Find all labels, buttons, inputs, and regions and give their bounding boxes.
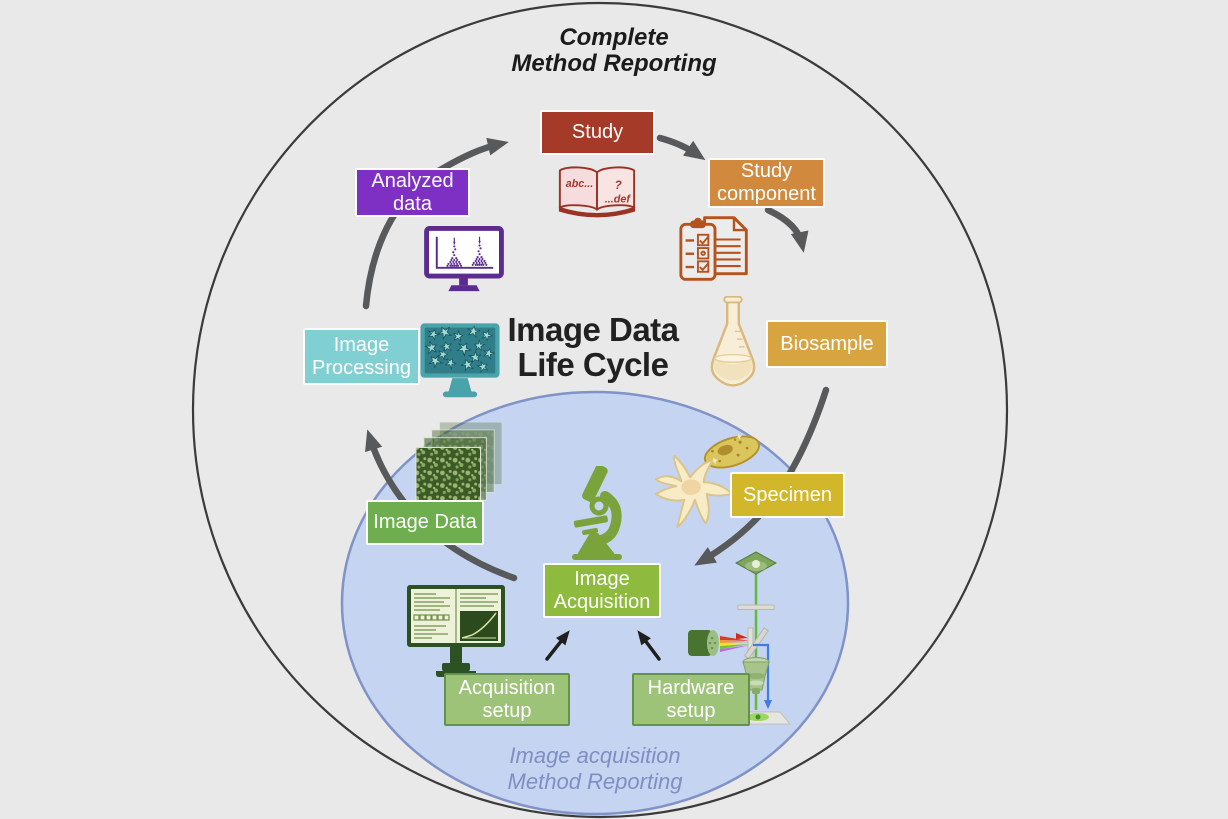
book-text-def: ...def	[605, 194, 632, 206]
node-specimen: Specimen	[730, 472, 845, 518]
arrow-component-to-biosample	[764, 206, 809, 253]
arrow-acquisition-setup	[545, 630, 570, 661]
outer-title-line1: Complete	[559, 24, 669, 51]
arrow-study-to-component	[656, 134, 706, 161]
arrow-hardware-setup	[637, 630, 661, 661]
clipboard-document-icon	[679, 216, 748, 281]
microscope-icon	[572, 466, 622, 560]
book-text-question: ?	[615, 179, 622, 192]
fibroblast-cell-icon	[654, 454, 734, 529]
inner-label-line2: Method Reporting	[507, 768, 683, 794]
open-book-icon: abc... ? ...def	[558, 166, 636, 218]
node-acquisition-setup: Acquisition setup	[444, 673, 570, 726]
inner-ellipse-label: Image acquisition Method Reporting	[395, 743, 795, 795]
inner-label-line1: Image acquisition	[509, 743, 681, 768]
node-image-data-label: Image Data	[373, 511, 477, 533]
node-hardware-setup-label: Hardware setup	[647, 676, 735, 722]
node-image-acquisition-label: Image Acquisition	[553, 567, 651, 613]
node-hardware-setup: Hardware setup	[632, 673, 750, 726]
node-image-processing-label: Image Processing	[312, 333, 411, 379]
acquisition-software-monitor-icon	[407, 585, 505, 677]
node-study-component: Study component	[708, 158, 825, 208]
book-text-abc: abc...	[566, 178, 593, 190]
outer-title: Complete Method Reporting	[414, 24, 814, 78]
node-specimen-label: Specimen	[743, 483, 832, 506]
scatter-plot-monitor-icon	[424, 226, 504, 292]
node-acquisition-setup-label: Acquisition setup	[458, 676, 556, 722]
processed-image-monitor-icon	[420, 323, 500, 398]
node-image-data: Image Data	[366, 500, 484, 545]
node-biosample-label: Biosample	[780, 332, 874, 355]
node-image-acquisition: Image Acquisition	[543, 563, 661, 618]
node-analyzed-data: Analyzed data	[355, 168, 470, 217]
node-biosample: Biosample	[766, 320, 888, 368]
outer-title-line2: Method Reporting	[511, 50, 717, 78]
node-study-label: Study	[571, 121, 624, 143]
node-study-component-label: Study component	[717, 160, 816, 205]
node-analyzed-data-label: Analyzed data	[371, 169, 454, 215]
flask-icon	[710, 296, 756, 387]
node-image-processing: Image Processing	[303, 328, 420, 385]
node-study: Study	[540, 110, 655, 155]
